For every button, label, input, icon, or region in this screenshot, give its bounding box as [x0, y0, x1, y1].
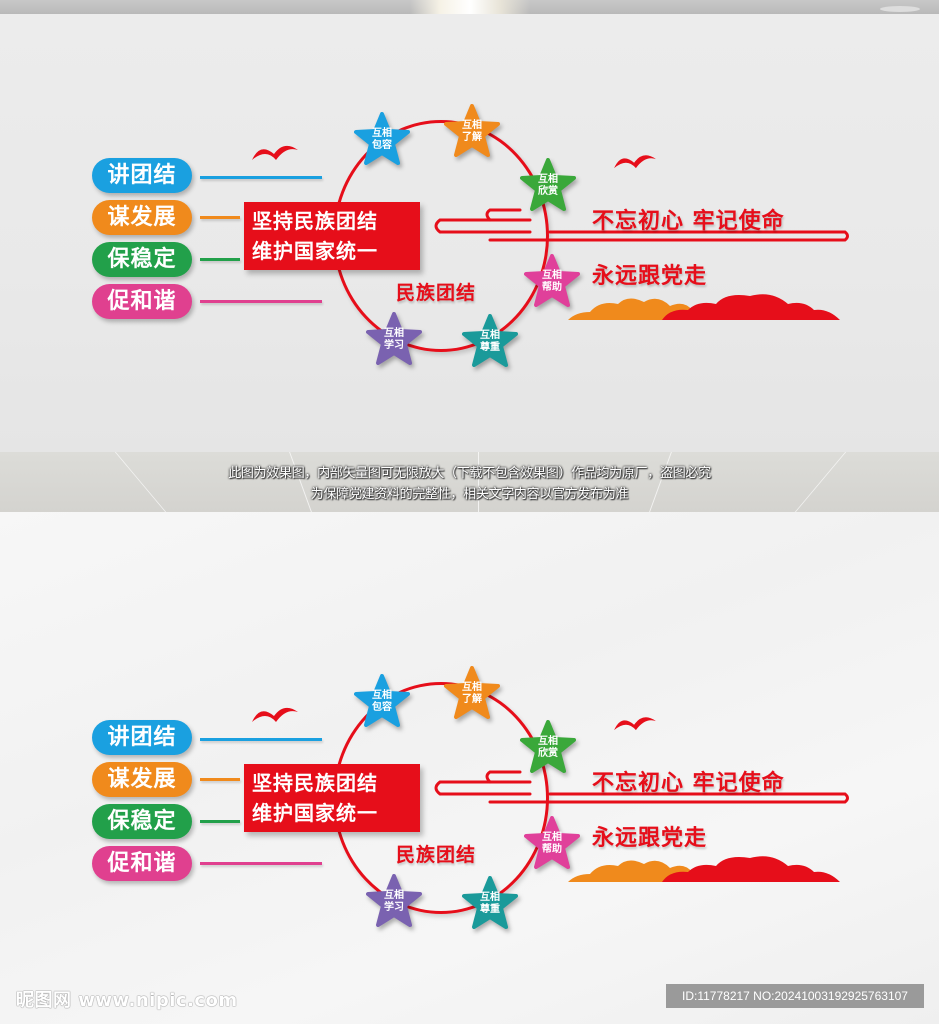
center-label: 民族团结: [396, 844, 477, 866]
connector-line: [200, 258, 240, 261]
pill-stability: 保稳定: [92, 242, 192, 277]
star-badge: 互相尊重: [462, 314, 518, 368]
pill-unity: 讲团结: [92, 158, 192, 193]
slogan-line-1: 不忘初心 牢记使命: [592, 209, 785, 234]
star-icon: [366, 874, 422, 927]
main-slogan-line-2: 维护国家统一: [252, 239, 378, 263]
star-badge: 互相包容: [354, 674, 410, 728]
main-slogan-box: 坚持民族团结 维护国家统一: [244, 764, 420, 832]
floor-band: [0, 452, 939, 512]
connector-line: [200, 778, 240, 781]
connector-line: [200, 300, 322, 303]
bird-icon: [250, 702, 300, 728]
pill-harmony: 促和谐: [92, 846, 192, 881]
star-badge: 互相了解: [444, 666, 500, 720]
bird-icon: [612, 150, 658, 174]
site-watermark: 昵图网 www.nipic.com: [16, 990, 238, 1011]
main-slogan-box: 坚持民族团结 维护国家统一: [244, 202, 420, 270]
notice-line-1: 此图为效果图，内部矢量图可无限放大（下载不包含效果图）作品均为原厂，盗图必究: [228, 466, 711, 481]
connector-line: [200, 738, 322, 741]
hills-decoration: [568, 856, 840, 882]
star-badge: 互相尊重: [462, 876, 518, 930]
star-badge: 互相了解: [444, 104, 500, 158]
star-icon: [520, 720, 576, 773]
star-badge: 互相学习: [366, 874, 422, 928]
star-icon: [366, 312, 422, 365]
pill-development: 谋发展: [92, 762, 192, 797]
design-panel-effect: 讲团结 谋发展 保稳定 促和谐 坚持民族团结 维护国家统一 民族团结 互相包容 …: [0, 88, 939, 388]
ceiling: [0, 0, 939, 14]
pill-unity: 讲团结: [92, 720, 192, 755]
pill-harmony: 促和谐: [92, 284, 192, 319]
bird-icon: [612, 712, 658, 736]
star-badge: 互相包容: [354, 112, 410, 166]
hills-decoration: [568, 294, 840, 320]
star-badge: 互相学习: [366, 312, 422, 366]
slogan-line-2: 永远跟党走: [592, 264, 708, 289]
pill-stability: 保稳定: [92, 804, 192, 839]
star-icon: [354, 112, 410, 165]
notice-line-2: 为保障党建资料的完整性，相关文字内容以官方发布为准: [310, 487, 629, 502]
star-icon: [444, 104, 500, 157]
star-icon: [462, 314, 518, 367]
ceiling-light: [410, 0, 530, 14]
pill-development: 谋发展: [92, 200, 192, 235]
star-badge: 互相帮助: [524, 816, 580, 870]
image-id-badge: ID:11778217 NO:20241003192925763107: [666, 984, 924, 1008]
main-slogan-line-2: 维护国家统一: [252, 801, 378, 825]
cloud-swirl-lines: [434, 770, 849, 804]
star-icon: [462, 876, 518, 929]
connector-line: [200, 216, 240, 219]
center-label: 民族团结: [396, 282, 477, 304]
slogan-line-1: 不忘初心 牢记使命: [592, 771, 785, 796]
main-slogan-line-1: 坚持民族团结: [252, 771, 378, 795]
star-icon: [520, 158, 576, 211]
connector-line: [200, 820, 240, 823]
connector-line: [200, 862, 322, 865]
cloud-swirl-lines: [434, 208, 849, 242]
design-panel-clean: 讲团结 谋发展 保稳定 促和谐 坚持民族团结 维护国家统一 民族团结 互相包容 …: [0, 650, 939, 950]
star-badge: 互相帮助: [524, 254, 580, 308]
star-icon: [524, 254, 580, 307]
star-icon: [524, 816, 580, 869]
star-icon: [444, 666, 500, 719]
ceiling-light: [880, 6, 920, 12]
star-icon: [354, 674, 410, 727]
bird-icon: [250, 140, 300, 166]
slogan-line-2: 永远跟党走: [592, 826, 708, 851]
star-badge: 互相欣赏: [520, 720, 576, 774]
connector-line: [200, 176, 322, 179]
main-slogan-line-1: 坚持民族团结: [252, 209, 378, 233]
star-badge: 互相欣赏: [520, 158, 576, 212]
